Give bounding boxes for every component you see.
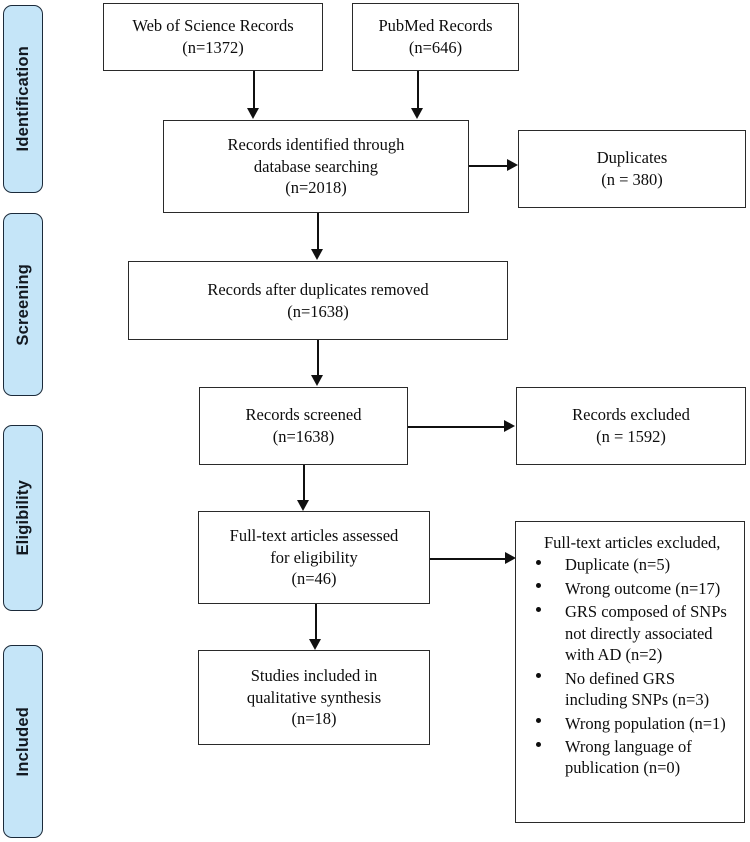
exclusion-reason: Wrong language of publication (n=0) <box>565 736 692 778</box>
bullet-icon <box>536 583 541 589</box>
exclusion-reason: Duplicate (n=5) <box>565 555 671 575</box>
exclusion-reason: Wrong population (n=1) <box>565 713 726 733</box>
list-item: No defined GRS including SNPs (n=3) <box>520 668 740 711</box>
exclusion-reason: GRS composed of SNPs not directly associ… <box>565 602 727 665</box>
connector-screened-to-fulltext <box>303 465 305 501</box>
exclusion-reason: Wrong outcome (n=17) <box>565 578 721 598</box>
list-item: Wrong language of publication (n=0) <box>520 736 740 779</box>
connector-fulltext-to-included <box>315 604 317 640</box>
list-item: GRS composed of SNPs not directly associ… <box>520 601 740 665</box>
box-web-of-science-records-text: Web of Science Records (n=1372) <box>132 16 294 57</box>
bullet-icon <box>536 560 541 566</box>
connector-after-duplicates-to-screened <box>317 340 319 376</box>
box-records-excluded: Records excluded (n = 1592) <box>516 387 746 465</box>
box-records-screened: Records screened (n=1638) <box>199 387 408 465</box>
connector-fulltext-to-exclusions <box>430 558 507 560</box>
list-item: Duplicate (n=5) <box>520 554 740 575</box>
box-fulltext-articles-excluded: Full-text articles excluded, Duplicate (… <box>515 521 745 823</box>
bullet-icon <box>536 606 541 612</box>
box-records-excluded-text: Records excluded (n = 1592) <box>572 405 690 446</box>
connector-identified-to-duplicates <box>469 165 509 167</box>
arrowhead-after-duplicates-to-screened <box>311 375 323 386</box>
exclusions-title: Full-text articles excluded, <box>544 533 721 552</box>
box-fulltext-assessed: Full-text articles assessed for eligibil… <box>198 511 430 604</box>
arrowhead-identified-to-after-duplicates <box>311 249 323 260</box>
exclusion-reason: No defined GRS including SNPs (n=3) <box>565 668 710 710</box>
stage-label-screening: Screening <box>13 263 32 346</box>
box-records-identified: Records identified through database sear… <box>163 120 469 213</box>
arrowhead-screened-to-excluded <box>504 420 515 432</box>
stage-pill-included: Included <box>3 645 43 838</box>
box-records-identified-text: Records identified through database sear… <box>227 134 405 198</box>
bullet-icon <box>536 741 541 747</box>
box-records-after-duplicates-removed-text: Records after duplicates removed (n=1638… <box>207 279 429 321</box>
box-records-after-duplicates-removed: Records after duplicates removed (n=1638… <box>128 261 508 340</box>
stage-label-included: Included <box>13 706 32 777</box>
box-fulltext-assessed-text: Full-text articles assessed for eligibil… <box>229 525 399 589</box>
list-item: Wrong outcome (n=17) <box>520 578 740 599</box>
box-duplicates-text: Duplicates (n = 380) <box>596 148 668 189</box>
bullet-icon <box>536 673 541 679</box>
arrowhead-fulltext-to-included <box>309 639 321 650</box>
list-item: Wrong population (n=1) <box>520 713 740 734</box>
exclusions-list: Duplicate (n=5) Wrong outcome (n=17) GRS… <box>520 554 740 778</box>
stage-pill-eligibility: Eligibility <box>3 425 43 611</box>
stage-pill-identification: Identification <box>3 5 43 193</box>
bullet-icon <box>536 718 541 724</box>
connector-identified-to-after-duplicates <box>317 213 319 250</box>
arrowhead-fulltext-to-exclusions <box>505 552 516 564</box>
stage-label-eligibility: Eligibility <box>13 480 32 556</box>
box-pubmed-records-text: PubMed Records (n=646) <box>378 16 493 57</box>
stage-pill-screening: Screening <box>3 213 43 396</box>
connector-screened-to-excluded <box>408 426 506 428</box>
box-records-screened-text: Records screened (n=1638) <box>245 405 362 446</box>
arrowhead-identified-to-duplicates <box>507 159 518 171</box>
connector-wos-to-identified <box>253 71 255 109</box>
box-pubmed-records: PubMed Records (n=646) <box>352 3 519 71</box>
arrowhead-wos-to-identified <box>247 108 259 119</box>
stage-label-identification: Identification <box>13 46 32 152</box>
arrowhead-screened-to-fulltext <box>297 500 309 511</box>
connector-pubmed-to-identified <box>417 71 419 109</box>
box-duplicates: Duplicates (n = 380) <box>518 130 746 208</box>
arrowhead-pubmed-to-identified <box>411 108 423 119</box>
box-studies-included-text: Studies included in qualitative synthesi… <box>246 665 382 729</box>
box-web-of-science-records: Web of Science Records (n=1372) <box>103 3 323 71</box>
box-studies-included: Studies included in qualitative synthesi… <box>198 650 430 745</box>
